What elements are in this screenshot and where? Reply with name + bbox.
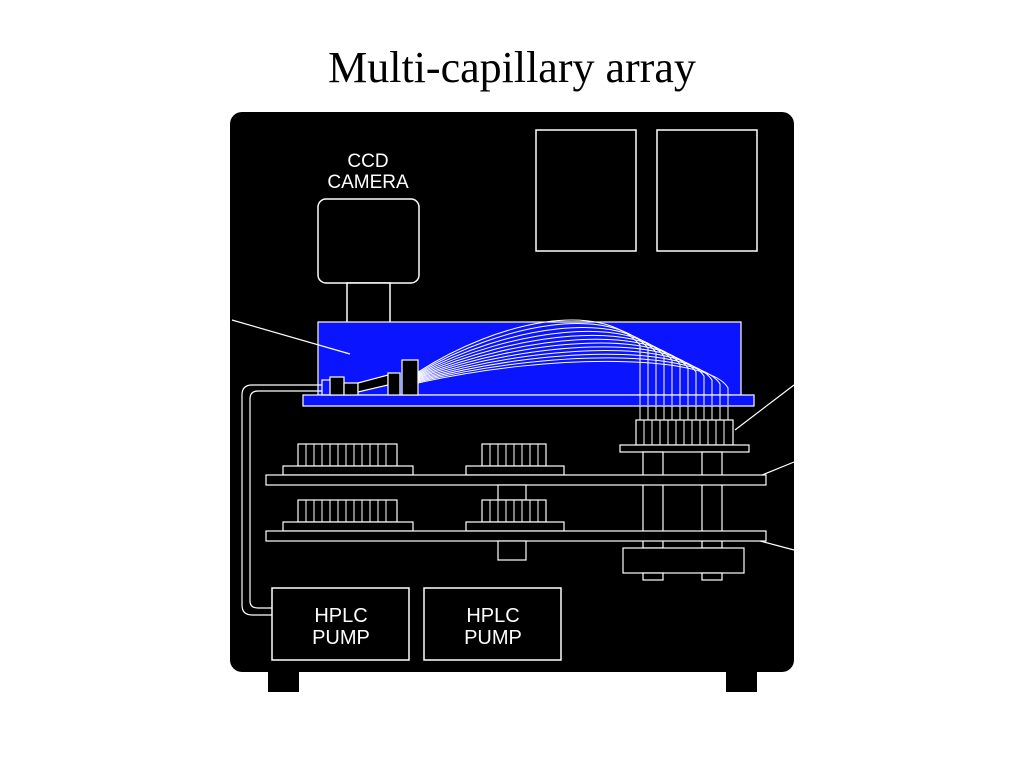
cabinet-foot-right xyxy=(726,672,757,692)
right-base-block xyxy=(622,547,745,574)
cabinet-foot-left xyxy=(268,672,299,692)
capillary-fibers xyxy=(417,319,729,405)
ccd-camera-lens xyxy=(346,282,391,324)
hplc-pump-1-label-line1: HPLC xyxy=(314,605,367,627)
tubing xyxy=(241,384,322,616)
page-title: Multi-capillary array xyxy=(328,43,696,92)
comb-connector xyxy=(619,419,750,453)
capillary-lower-strands xyxy=(639,406,729,420)
right-base-foot-left xyxy=(642,572,664,581)
stage-base-plate xyxy=(302,394,755,407)
microplate-upper-left xyxy=(282,443,414,476)
ccd-label-line1: CCD xyxy=(347,151,388,172)
rack-lower xyxy=(265,530,767,542)
stage-components xyxy=(321,359,419,396)
hplc-pump-1-label-line2: PUMP xyxy=(312,627,370,649)
microplate-lower-left xyxy=(282,499,414,532)
hplc-pump-1 xyxy=(271,587,410,661)
hplc-pump-2-label-line1: HPLC xyxy=(466,605,519,627)
hplc-pump-2 xyxy=(423,587,562,661)
center-base-block xyxy=(497,540,527,561)
center-post xyxy=(497,484,527,501)
top-panel-left xyxy=(535,129,637,252)
ccd-label-line2: CAMERA xyxy=(327,172,409,193)
right-base-foot-right xyxy=(701,572,723,581)
top-panel-right xyxy=(656,129,758,252)
microplate-lower-middle xyxy=(465,499,565,532)
rack-upper xyxy=(265,474,767,486)
hplc-pump-2-label-line2: PUMP xyxy=(464,627,522,649)
